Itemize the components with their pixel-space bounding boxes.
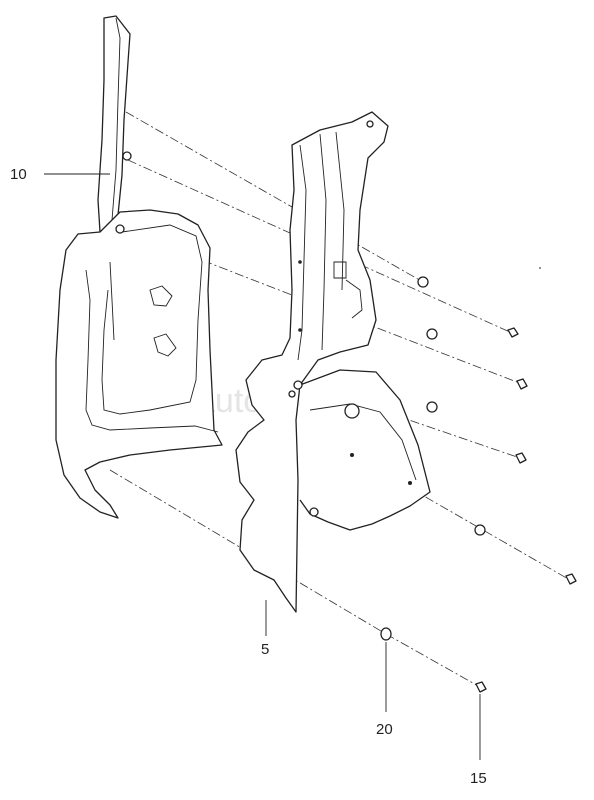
washer-part-20 bbox=[380, 627, 392, 641]
speck bbox=[539, 267, 541, 269]
washer bbox=[426, 328, 438, 340]
screw bbox=[515, 452, 527, 464]
screws bbox=[475, 327, 577, 693]
callout-part-20: 20 bbox=[376, 721, 393, 738]
screw-part-15 bbox=[475, 681, 487, 693]
callout-part-10: 10 bbox=[10, 166, 27, 183]
washer bbox=[417, 276, 429, 288]
washer bbox=[474, 524, 486, 536]
callout-part-5: 5 bbox=[261, 641, 269, 658]
screw bbox=[516, 378, 528, 390]
leader-lines bbox=[44, 173, 481, 760]
washers bbox=[380, 276, 486, 641]
part-10-pillar-trim bbox=[55, 15, 223, 519]
callout-part-15: 15 bbox=[470, 770, 487, 787]
part-5-side-panel bbox=[235, 111, 431, 613]
screw bbox=[565, 573, 577, 585]
screw bbox=[507, 327, 519, 338]
washer bbox=[426, 401, 438, 413]
